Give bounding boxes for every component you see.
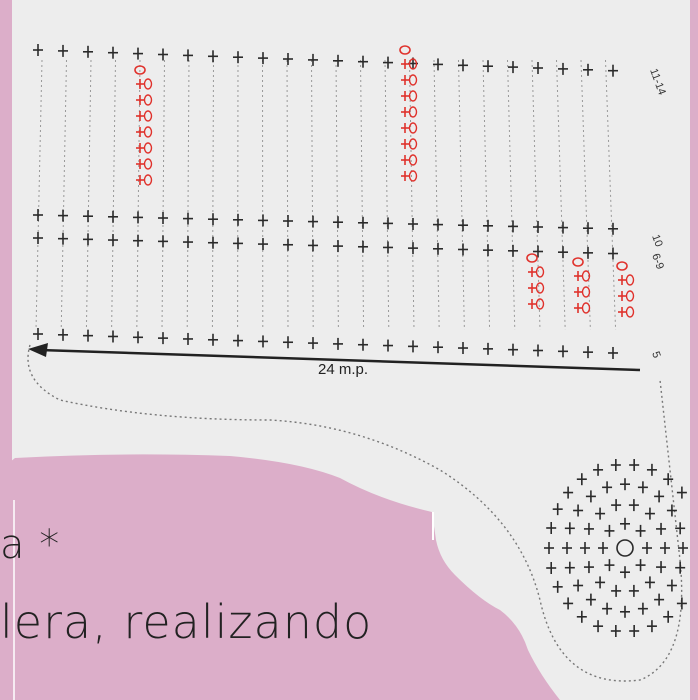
red-loop — [143, 126, 153, 138]
red-loop — [143, 158, 153, 170]
red-loop — [535, 282, 545, 294]
column-guide — [335, 59, 339, 331]
column-guide — [556, 59, 566, 331]
red-loop — [625, 306, 635, 318]
width-arrow — [28, 343, 641, 372]
red-loop — [143, 174, 153, 186]
red-loop — [408, 90, 418, 102]
column-guide — [360, 59, 365, 331]
red-loop — [408, 138, 418, 150]
red-loop — [408, 170, 418, 182]
increase-stitch-columns — [134, 45, 635, 318]
red-loop — [143, 142, 153, 154]
red-loop — [143, 94, 153, 106]
chain-loop — [134, 65, 146, 75]
red-loop — [408, 74, 418, 86]
stitch-column-guides — [35, 59, 617, 331]
column-guide — [186, 59, 190, 331]
red-loop — [408, 122, 418, 134]
red-loop — [581, 286, 591, 298]
column-guide — [211, 59, 214, 331]
column-guide — [482, 59, 491, 331]
column-guide — [111, 59, 116, 331]
row-label-5: 5 — [649, 350, 662, 360]
column-guide — [161, 59, 165, 331]
column-guide — [580, 59, 591, 331]
sole-round-motif — [543, 458, 689, 638]
red-loop — [535, 298, 545, 310]
chain-loop — [526, 253, 538, 263]
red-loop — [408, 106, 418, 118]
column-guide — [35, 59, 43, 331]
red-loop — [581, 270, 591, 282]
pink-overlay — [0, 454, 560, 700]
red-loop — [535, 266, 545, 278]
red-loop — [143, 110, 153, 122]
chain-loop — [399, 45, 411, 55]
column-guide — [311, 59, 314, 331]
chain-loop — [616, 261, 628, 271]
red-loop — [625, 290, 635, 302]
chain-loop — [572, 257, 584, 267]
column-guide — [531, 59, 541, 331]
column-guide — [85, 59, 92, 331]
caption-line-1: a * — [0, 522, 61, 568]
caption-line-2: lera, realizando — [0, 595, 373, 649]
column-guide — [409, 59, 415, 331]
column-guide — [60, 59, 67, 331]
row-label-10: 10 — [649, 233, 664, 249]
red-loop — [581, 302, 591, 314]
red-loop — [143, 78, 153, 90]
column-guide — [605, 59, 617, 331]
row-label-6-9: 6-9 — [649, 252, 666, 271]
column-guide — [384, 59, 390, 331]
column-guide — [286, 59, 289, 331]
red-loop — [625, 274, 635, 286]
stitch-count-label: 24 m.p. — [318, 361, 368, 378]
column-guide — [433, 59, 440, 331]
red-loop — [408, 154, 418, 166]
magic-ring — [616, 539, 634, 557]
column-guide — [458, 59, 465, 331]
red-loop — [408, 58, 418, 70]
column-guide — [507, 59, 516, 331]
